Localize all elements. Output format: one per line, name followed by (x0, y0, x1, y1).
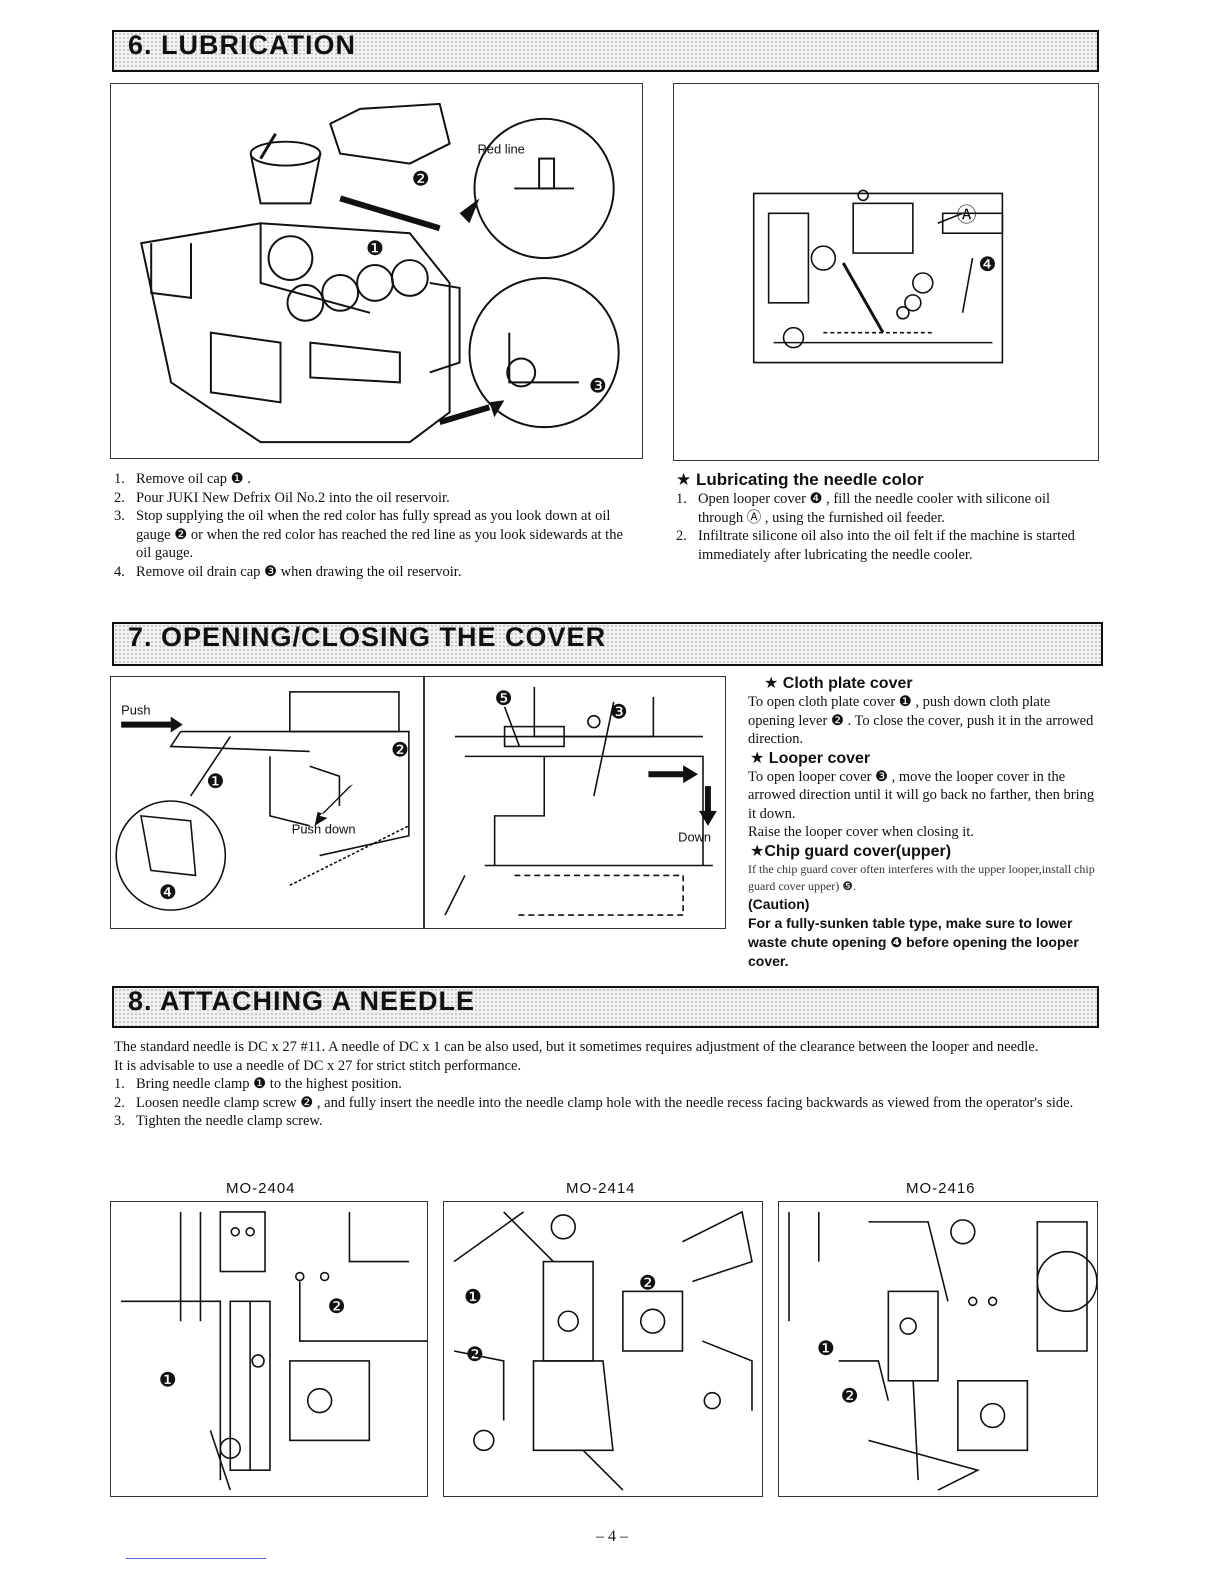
cloth-plate-illustration: Push Push down ❶ ❷ ❹ (115, 691, 410, 911)
looper-text: To open looper cover ❸ , move the looper… (748, 768, 1095, 822)
chip-guard-heading: ★Chip guard cover(upper) (750, 842, 952, 860)
caution-heading: (Caution) (748, 895, 810, 912)
needle-figure-mo2414: ❶ ❷ ❷ (443, 1201, 763, 1497)
cloth-plate-heading: ★ Cloth plate cover (764, 675, 913, 692)
marker-1: ❶ (464, 1286, 482, 1308)
needle-step-1: 1.Bring needle clamp ❶ to the highest po… (114, 1076, 402, 1092)
needle-illustration-mo2416: ❶ ❷ (788, 1211, 1097, 1491)
marker-3: ❸ (610, 702, 628, 724)
marker-4: ❹ (159, 882, 177, 904)
cover-instructions: ★ Cloth plate cover To open cloth plate … (748, 674, 1100, 971)
lubrication-step-1: 1.Remove oil cap ❶ . (114, 471, 251, 487)
down-label: Down (678, 830, 711, 845)
section-header-cover: 7. OPENING/CLOSING THE COVER (112, 622, 1103, 666)
section-header-lubrication: 6. LUBRICATION (112, 30, 1099, 72)
section-title-needle: 8. ATTACHING A NEEDLE (128, 986, 476, 1016)
marker-3: ❸ (589, 375, 607, 397)
needle-color-block: ★ Lubricating the needle color 1.Open lo… (676, 470, 1094, 564)
lubrication-step-4: 4.Remove oil drain cap ❸ when drawing th… (114, 563, 462, 580)
page-number: – 4 – (596, 1528, 628, 1545)
cloth-plate-text: To open cloth plate cover ❶ , push down … (748, 694, 1094, 747)
footer-rule (126, 1558, 266, 1559)
needle-color-step-1: 1.Open looper cover ❹ , fill the needle … (676, 491, 1051, 526)
needle-figure-mo2416: ❶ ❷ (778, 1201, 1098, 1497)
needle-figure-mo2404: ❷ ❶ (110, 1201, 428, 1497)
marker-2: ❷ (412, 168, 430, 190)
marker-2: ❷ (466, 1344, 484, 1366)
push-down-label: Push down (292, 822, 356, 837)
looper-cover-illustration: Down ❺ ❸ (444, 686, 717, 916)
machine-illustration: Red line ❷ ❶ ❸ (140, 102, 620, 444)
lubrication-step-2: 2.Pour JUKI New Defrix Oil No.2 into the… (114, 489, 450, 506)
marker-2: ❷ (639, 1272, 657, 1294)
looper-text-2: Raise the looper cover when closing it. (748, 824, 974, 840)
model-caption-mo2414: MO-2414 (566, 1180, 636, 1197)
cover-figure-looper: Down ❺ ❸ (424, 676, 726, 929)
needle-illustration-mo2404: ❷ ❶ (121, 1211, 427, 1491)
marker-A: Ⓐ (957, 204, 977, 226)
marker-5: ❺ (495, 688, 513, 710)
needle-paragraph-2: It is advisable to use a needle of DC x … (114, 1057, 522, 1074)
section-title-lubrication: 6. LUBRICATION (128, 30, 356, 60)
caution-text: For a fully-sunken table type, make sure… (748, 914, 1079, 969)
marker-2: ❷ (391, 739, 409, 761)
marker-2: ❷ (841, 1386, 859, 1408)
needle-cooler-illustration: Ⓐ ❹ (752, 189, 1004, 364)
section-title-cover: 7. OPENING/CLOSING THE COVER (128, 622, 607, 652)
chip-guard-text: If the chip guard cover often interferes… (748, 861, 1095, 893)
needle-color-heading: ★ Lubricating the needle color (676, 470, 924, 489)
needle-step-3: 3.Tighten the needle clamp screw. (114, 1113, 323, 1129)
lubrication-figure-needle-cooler: Ⓐ ❹ (673, 83, 1099, 461)
needle-step-2: 2.Loosen needle clamp screw ❷ , and full… (114, 1094, 1074, 1111)
marker-1: ❶ (159, 1370, 177, 1392)
red-line-label: Red line (477, 142, 524, 157)
marker-1: ❶ (366, 238, 384, 260)
marker-4: ❹ (979, 254, 997, 276)
looper-heading: ★ Looper cover (750, 749, 871, 767)
model-caption-mo2416: MO-2416 (906, 1180, 976, 1197)
marker-2: ❷ (328, 1296, 346, 1318)
push-label: Push (121, 703, 150, 718)
needle-color-step-2: 2.Infiltrate silicone oil also into the … (676, 528, 1075, 563)
lubrication-steps: 1.Remove oil cap ❶ . 2.Pour JUKI New Def… (114, 470, 634, 581)
marker-1: ❶ (206, 771, 224, 793)
lubrication-step-3: 3.Stop supplying the oil when the red co… (114, 508, 623, 561)
needle-illustration-mo2414: ❶ ❷ ❷ (453, 1210, 753, 1491)
cover-figure-cloth-plate: Push Push down ❶ ❷ ❹ (110, 676, 424, 929)
marker-1: ❶ (817, 1338, 835, 1360)
lubrication-figure-machine: Red line ❷ ❶ ❸ (110, 83, 643, 459)
needle-instructions: The standard needle is DC x 27 #11. A ne… (114, 1038, 1099, 1131)
needle-paragraph-1: The standard needle is DC x 27 #11. A ne… (114, 1039, 1039, 1055)
section-header-needle: 8. ATTACHING A NEEDLE (112, 986, 1099, 1028)
model-caption-mo2404: MO-2404 (226, 1180, 296, 1197)
